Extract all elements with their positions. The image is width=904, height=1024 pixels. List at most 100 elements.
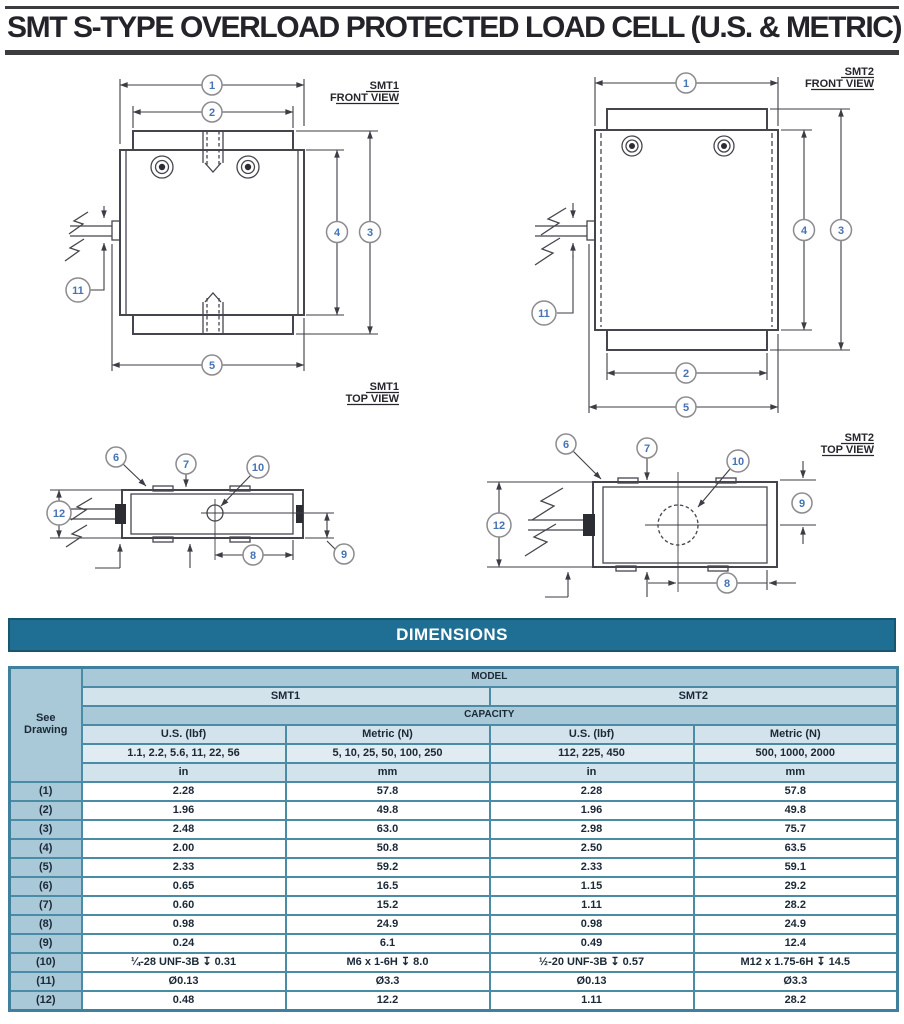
dim-value: 59.2	[284, 857, 491, 878]
svg-text:1: 1	[209, 80, 215, 92]
smt1-metric-capacities: 5, 10, 25, 50, 100, 250	[284, 743, 491, 764]
dim-value: 28.2	[692, 990, 899, 1012]
smt1-front-view: SMT1 FRONT VIEW	[64, 74, 400, 376]
table-row: (1) 2.28 57.8 2.28 57.8	[8, 781, 899, 802]
table-row: (4) 2.00 50.8 2.50 63.5	[8, 838, 899, 859]
balloon-4: 4	[325, 220, 349, 244]
dim-value: 1.96	[488, 800, 695, 821]
smt1-front-label-model: SMT1	[370, 80, 399, 92]
dim-value: 1.15	[488, 876, 695, 897]
dim-value: 1.11	[488, 990, 695, 1012]
dim-value: 15.2	[284, 895, 491, 916]
dim-value: 12.2	[284, 990, 491, 1012]
capacity-header: CAPACITY	[80, 705, 899, 726]
svg-text:6: 6	[563, 439, 569, 451]
table-row: (5) 2.33 59.2 2.33 59.1	[8, 857, 899, 878]
dim-ref: (7)	[8, 895, 83, 916]
table-row-capacity: CAPACITY	[10, 705, 899, 726]
dim-value: 2.33	[488, 857, 695, 878]
unit-cell: in	[488, 762, 695, 783]
table-row-units: in mm in mm	[10, 762, 899, 783]
dim-value: M12 x 1.75-6H ↧ 14.5	[692, 952, 899, 973]
dim-value: 2.50	[488, 838, 695, 859]
dim-value: 24.9	[692, 914, 899, 935]
smt2-front-view: SMT2 FRONT VIEW	[531, 66, 875, 418]
svg-text:4: 4	[801, 225, 808, 237]
smt2-column-header: SMT2	[488, 686, 899, 707]
dim-ref: (2)	[8, 800, 83, 821]
dim-value: Ø3.3	[284, 971, 491, 992]
smt1-us-header: U.S. (lbf)	[80, 724, 287, 745]
smt2-top-label-model: SMT2	[845, 432, 874, 444]
balloon-10: 10	[726, 449, 750, 473]
balloon-1: 1	[201, 74, 223, 96]
dim-value: 12.4	[692, 933, 899, 954]
smt2-metric-capacities: 500, 1000, 2000	[692, 743, 899, 764]
svg-text:12: 12	[53, 508, 65, 520]
cable-break-icon	[70, 497, 93, 521]
table-row-model-names: SMT1 SMT2	[10, 686, 899, 707]
svg-text:12: 12	[493, 520, 505, 532]
dim-value: 49.8	[284, 800, 491, 821]
balloon-7: 7	[175, 453, 197, 475]
balloon-3: 3	[829, 218, 853, 242]
dim-value: ½-20 UNF-3B ↧ 0.57	[488, 952, 695, 973]
smt2-front-label-model: SMT2	[845, 66, 874, 78]
svg-text:5: 5	[683, 402, 689, 414]
svg-text:9: 9	[799, 498, 805, 510]
balloon-11: 11	[531, 300, 557, 326]
smt2-us-header: U.S. (lbf)	[488, 724, 695, 745]
balloon-12: 12	[486, 512, 512, 538]
dim-value: 24.9	[284, 914, 491, 935]
dim-value: 2.28	[488, 781, 695, 802]
svg-text:8: 8	[250, 550, 256, 562]
dim-ref: (4)	[8, 838, 83, 859]
dim-ref: (8)	[8, 914, 83, 935]
svg-text:11: 11	[538, 308, 550, 320]
smt1-front-label-view: FRONT VIEW	[330, 92, 400, 104]
dim-value: 0.24	[80, 933, 287, 954]
table-row: (12) 0.48 12.2 1.11 28.2	[8, 990, 899, 1012]
table-row: (2) 1.96 49.8 1.96 49.8	[8, 800, 899, 821]
smt2-front-label-view: FRONT VIEW	[805, 78, 875, 90]
svg-text:3: 3	[838, 225, 844, 237]
dim-ref: (11)	[8, 971, 83, 992]
see-drawing-header: See Drawing	[8, 666, 83, 783]
dim-value: 6.1	[284, 933, 491, 954]
dim-value: 0.98	[80, 914, 287, 935]
svg-text:7: 7	[644, 443, 650, 455]
dim-ref: (12)	[8, 990, 83, 1012]
smt2-top-label-view: TOP VIEW	[821, 444, 875, 456]
svg-text:11: 11	[72, 285, 84, 297]
svg-text:2: 2	[209, 107, 215, 119]
dim-value: 1.96	[80, 800, 287, 821]
dim-value: Ø3.3	[692, 971, 899, 992]
balloon-11: 11	[65, 277, 91, 303]
dim-value: Ø0.13	[488, 971, 695, 992]
dimensions-table: See Drawing MODEL SMT1 SMT2 CAPACITY U.S…	[8, 666, 900, 1012]
svg-text:6: 6	[113, 452, 119, 464]
unit-cell: mm	[692, 762, 899, 783]
table-row: (11) Ø0.13 Ø3.3 Ø0.13 Ø3.3	[8, 971, 899, 992]
dim-value: 2.33	[80, 857, 287, 878]
balloon-9: 9	[333, 543, 355, 565]
dim-value: 0.65	[80, 876, 287, 897]
balloon-2: 2	[201, 101, 223, 123]
balloon-8: 8	[242, 544, 264, 566]
dim-value: 0.60	[80, 895, 287, 916]
dim-value: 2.00	[80, 838, 287, 859]
dim-value: Ø0.13	[80, 971, 287, 992]
balloon-6: 6	[555, 433, 577, 455]
svg-text:1: 1	[683, 78, 689, 90]
dim-value: 0.48	[80, 990, 287, 1012]
dim-value: 0.49	[488, 933, 695, 954]
svg-text:10: 10	[732, 456, 744, 468]
smt1-column-header: SMT1	[80, 686, 491, 707]
balloon-6: 6	[105, 446, 127, 468]
dim-ref: (1)	[8, 781, 83, 802]
dim-value: 49.8	[692, 800, 899, 821]
table-row: (9) 0.24 6.1 0.49 12.4	[8, 933, 899, 954]
svg-text:9: 9	[341, 549, 347, 561]
balloon-7: 7	[636, 437, 658, 459]
dim-value: 57.8	[692, 781, 899, 802]
